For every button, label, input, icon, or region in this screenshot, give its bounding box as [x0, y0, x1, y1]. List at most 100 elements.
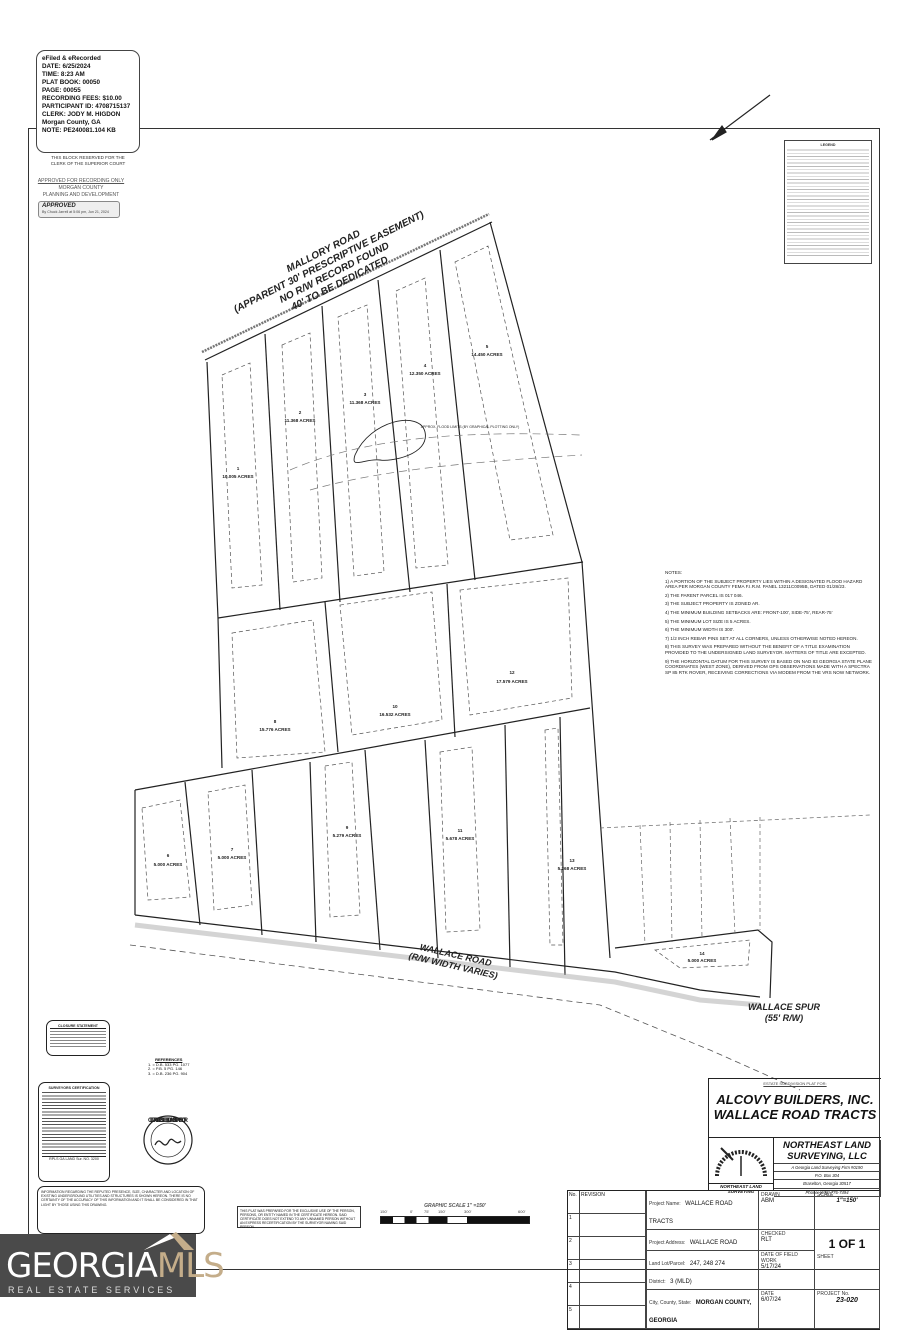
firm-logo: NORTHEAST LAND SURVEYING	[709, 1138, 774, 1194]
firm-po: P.O. Box 304	[774, 1172, 881, 1181]
label: CHECKED	[761, 1231, 786, 1237]
recording-line: RECORDING FEES: $10.00	[42, 95, 122, 102]
revision-number: 1	[568, 1214, 580, 1237]
notes-title: NOTES:	[665, 570, 683, 575]
legend-box: LEGEND	[784, 140, 872, 264]
lot-acres: 5.279 ACRES	[333, 833, 362, 838]
recording-line: TIME: 8:23 AM	[42, 71, 85, 78]
reference-item: 3. = D.B. 236 PG. 904	[148, 1070, 188, 1076]
value: 1"=150'	[836, 1198, 858, 1204]
revision-number: 5	[568, 1306, 580, 1329]
recording-line: DATE: 6/25/2024	[42, 63, 91, 70]
lot-acres: 5.678 ACRES	[446, 836, 475, 841]
label: PROJECT No.	[817, 1291, 850, 1297]
label: DRAWN	[761, 1192, 780, 1198]
title-block: ESTATE SUBDIVISION PLAT FOR: ALCOVY BUIL…	[708, 1078, 881, 1197]
reference-item: 2. = P.B. 5 PG. 146	[148, 1066, 183, 1071]
lot-acres: 16.532 ACRES	[379, 712, 410, 717]
revision-number: 2	[568, 1237, 580, 1260]
lot-number: 1	[237, 466, 240, 471]
mallory-road-line	[204, 221, 493, 361]
label: DATE	[761, 1291, 774, 1297]
note-item: 9) THE HORIZONTAL DATUM FOR THIS SURVEY …	[665, 658, 872, 675]
mls-logo-text: GEORGIAMLS	[6, 1246, 225, 1286]
lot-acres: 5.000 ACRES	[218, 855, 247, 860]
value: WALLACE ROAD TRACTS	[649, 1201, 733, 1225]
revision-no-header: No.	[568, 1191, 580, 1214]
closure-title: CLOSURE STATEMENT	[50, 1024, 106, 1030]
project-number-cell: PROJECT No.23-020	[815, 1290, 880, 1329]
note-item: 8) THIS SURVEY WAS PREPARED WITHOUT THE …	[665, 644, 866, 655]
value: ABM	[761, 1198, 775, 1204]
recording-line: NOTE: PE240081.104 KB	[42, 127, 116, 134]
approved-by: By Chuck Jarrell at 5:06 pm, Jun 21, 202…	[42, 210, 109, 214]
firm-city: Braselton, Georgia 30517	[774, 1180, 881, 1189]
value: 6/07/24	[761, 1297, 782, 1303]
closure-statement-box: CLOSURE STATEMENT	[46, 1020, 110, 1056]
notes-block: NOTES: 1) A PORTION OF THE SUBJECT PROPE…	[665, 570, 875, 678]
note-item: 2) THE PARENT PARCEL IS 017 046.	[665, 592, 743, 598]
firm-name: NORTHEAST LAND SURVEYING, LLC	[774, 1140, 881, 1164]
scale-tick: 0'	[410, 1209, 413, 1214]
recording-stamp: eFiled & eRecorded DATE: 6/25/2024 TIME:…	[36, 50, 140, 153]
note-item: 4) THE MINIMUM BUILDING SETBACKS ARE: FR…	[665, 609, 833, 615]
lot-acres: 5.000 ACRES	[154, 862, 183, 867]
references-block: REFERENCES 1. = D.B. 533 PG. 1077 2. = P…	[148, 1057, 189, 1076]
note-item: 5) THE MINIMUM LOT SIZE IS 5 ACRES.	[665, 618, 751, 624]
note-item: 6) THE MINIMUM WIDTH IS 300'.	[665, 627, 735, 633]
recording-line: PAGE: 00055	[42, 87, 81, 94]
client-name: ALCOVY BUILDERS, INC.	[716, 1092, 874, 1107]
mls-brand: GEORGIA	[6, 1246, 158, 1286]
note-item: 1) A PORTION OF THE SUBJECT PROPERTY LIE…	[665, 578, 863, 590]
scale-tick: 150'	[438, 1209, 446, 1214]
plat-drawing: MALLORY ROAD (APPARENT 30' PRESCRIPTIVE …	[129, 94, 871, 1165]
firm-phone: Phone: (678) 776-7494	[774, 1188, 881, 1197]
firm-sub: A Georgia Land Surveying Firm #0190	[774, 1164, 881, 1173]
lot-number: 14	[699, 951, 705, 956]
recording-line: CLERK: JODY M. HIGDON	[42, 111, 121, 118]
scale-bar	[380, 1216, 530, 1224]
recording-line: eFiled & eRecorded	[42, 55, 101, 62]
revision-number: 4	[568, 1283, 580, 1306]
compass-icon	[715, 1147, 767, 1177]
sheet-number: 1 OF 1	[828, 1237, 866, 1251]
lot-number: 5	[486, 344, 489, 349]
label: Land Lot/Parcel:	[649, 1261, 686, 1267]
surveyor-certification-box: SURVEYORS CERTIFICATION RPLS GA LAND Sur…	[38, 1082, 110, 1182]
scale-tick: 300'	[464, 1209, 472, 1214]
lot-acres: 15.776 ACRES	[259, 727, 290, 732]
lot-number: 6	[167, 853, 170, 858]
note-item: 7) 1/2 INCH REBAR PINS SET AT ALL CORNER…	[665, 635, 858, 641]
value: 3 (MLD)	[670, 1279, 692, 1285]
revision-header: REVISION	[580, 1191, 646, 1214]
label: City, County, State:	[649, 1300, 692, 1306]
scale-tick: 600'	[518, 1209, 526, 1214]
certification-footer: RPLS GA LAND Sur. NO. 3200	[42, 1156, 106, 1161]
scale-tick: 150'	[380, 1209, 388, 1214]
value: WALLACE ROAD	[689, 1240, 738, 1246]
recording-line: PARTICIPANT ID: 4708715137	[42, 103, 131, 110]
approval-line: APPROVED FOR RECORDING ONLY	[37, 178, 125, 184]
seal-text: GEORGIA REGISTERED LAND SURVEYOR	[148, 1118, 189, 1124]
references-title: REFERENCES	[155, 1057, 183, 1062]
lot-number: 13	[569, 858, 575, 863]
certification-title: SURVEYORS CERTIFICATION	[48, 1086, 100, 1090]
value: RLT	[761, 1237, 772, 1243]
label: SCALE	[817, 1192, 834, 1198]
use-disclaimer: THIS PLAT WAS PREPARED FOR THE EXCLUSIVE…	[237, 1206, 361, 1229]
lot-14-boundary	[614, 929, 773, 999]
value: 23-020	[836, 1297, 858, 1304]
legend-title: LEGEND	[820, 143, 836, 147]
county-cell: City, County, State: MORGAN COUNTY, GEOR…	[647, 1290, 759, 1329]
title-header: ESTATE SUBDIVISION PLAT FOR:	[763, 1081, 827, 1086]
lot-number: 8	[274, 719, 277, 724]
value: 5/17/24	[761, 1264, 782, 1270]
georgia-mls-watermark: GEORGIAMLS REAL ESTATE SERVICES	[0, 1232, 225, 1297]
